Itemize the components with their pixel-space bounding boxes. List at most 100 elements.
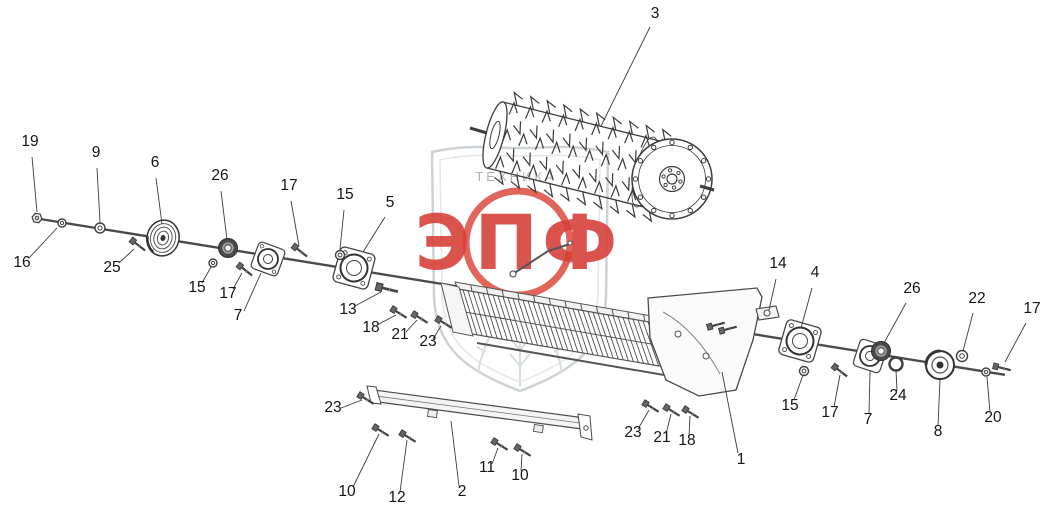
bolt-part: [371, 423, 390, 437]
bolt-part: [398, 429, 417, 443]
bearing-housing-part-4: [778, 319, 822, 363]
bar-left-cap: [366, 385, 382, 405]
part-label-15: 15: [336, 186, 353, 203]
threshing-drum-part-3: [469, 91, 715, 223]
part-label-15: 15: [781, 397, 798, 414]
part-label-11: 11: [479, 459, 495, 476]
bolt-part: [662, 403, 681, 417]
leader-line-17: [290, 200, 300, 247]
leader-line-7: [243, 272, 262, 312]
part-label-23: 23: [624, 424, 641, 441]
part-label-8: 8: [934, 423, 943, 440]
washer-part: [208, 258, 218, 268]
part-label-5: 5: [386, 194, 395, 211]
part-label-20: 20: [984, 409, 1002, 426]
bolt-part: [356, 391, 375, 405]
leader-line-26: [883, 302, 907, 344]
concave-grate: [440, 281, 700, 382]
grate-left-bracket: [440, 282, 474, 337]
part-label-21: 21: [391, 326, 408, 343]
part-label-6: 6: [151, 154, 160, 171]
bolt-part: [992, 362, 1011, 372]
part-label-17: 17: [280, 177, 297, 194]
part-label-15: 15: [188, 279, 205, 296]
watermark-shield-inner: [439, 154, 601, 383]
leader-line-8: [937, 379, 941, 427]
mount-bracket-part-14: [755, 305, 780, 321]
drum-end-disc: [631, 138, 715, 220]
leader-line-24: [895, 369, 898, 392]
leader-line-1: [721, 371, 739, 454]
part-label-17: 17: [1023, 300, 1040, 317]
beater-bar-part-2: [366, 385, 593, 441]
bolt-part: [128, 236, 146, 252]
part-label-16: 16: [13, 254, 30, 271]
leader-line-21: [405, 319, 418, 333]
bearing-flange-part-7: [250, 241, 286, 277]
part-label-9: 9: [92, 144, 101, 161]
leader-line-5: [362, 216, 386, 253]
part-label-3: 3: [651, 5, 660, 22]
part-label-18: 18: [678, 432, 695, 449]
pulley-part-6: [146, 219, 180, 257]
leader-line-23: [432, 325, 442, 340]
part-label-26: 26: [903, 280, 920, 297]
washer-part: [94, 222, 106, 234]
part-label-21: 21: [653, 429, 670, 446]
bar-right-cap: [577, 413, 593, 441]
washer-part: [981, 367, 991, 377]
leader-line-17: [232, 272, 243, 290]
leader-line-3: [600, 26, 651, 127]
washer-part: [955, 349, 969, 363]
leader-line-17: [833, 374, 841, 408]
part-label-26: 26: [211, 167, 228, 184]
leader-line-22: [962, 312, 974, 352]
part-label-17: 17: [219, 285, 236, 302]
part-label-17: 17: [821, 404, 838, 421]
part-label-4: 4: [811, 264, 820, 281]
seal-part: [871, 341, 891, 361]
bolt-part: [374, 282, 399, 294]
part-label-10: 10: [511, 467, 529, 484]
bolt-part: [513, 443, 532, 457]
leader-line-2: [450, 420, 460, 487]
part-label-13: 13: [339, 301, 356, 318]
leader-line-12: [399, 439, 408, 493]
leader-line-23: [637, 409, 650, 430]
leader-line-10: [520, 453, 523, 472]
leader-line-20: [986, 376, 991, 413]
part-label-23: 23: [324, 399, 341, 416]
bolt-part: [490, 437, 509, 451]
leader-line-17: [1004, 322, 1027, 363]
leader-line-18: [376, 314, 397, 326]
leader-line-16: [28, 227, 58, 259]
bolt-part: [718, 325, 737, 335]
leader-line-25: [118, 248, 135, 264]
bolt-part: [641, 399, 660, 413]
washer-part: [334, 249, 346, 261]
side-plate-part-1: [647, 287, 763, 397]
leader-line-15: [339, 209, 345, 250]
leader-line-23: [340, 399, 363, 409]
leader-line-15: [793, 374, 804, 401]
part-label-7: 7: [864, 411, 873, 428]
part-label-12: 12: [388, 489, 405, 506]
ring-part: [888, 356, 904, 372]
part-label-19: 19: [21, 133, 38, 150]
part-label-1: 1: [737, 451, 746, 468]
bolt-part: [235, 261, 253, 277]
leader-line-19: [31, 156, 38, 213]
leader-line-14: [768, 278, 777, 311]
leader-line-18: [688, 415, 691, 437]
bolt-part: [681, 405, 700, 419]
leader-line-9: [96, 167, 101, 223]
bearing-part-8: [924, 349, 955, 380]
part-label-14: 14: [769, 255, 787, 272]
watermark-brand: ЭПФ: [415, 198, 622, 287]
tension-rod: [509, 240, 573, 278]
bolt-part: [389, 305, 408, 319]
hardware-layer: [31, 212, 1011, 457]
